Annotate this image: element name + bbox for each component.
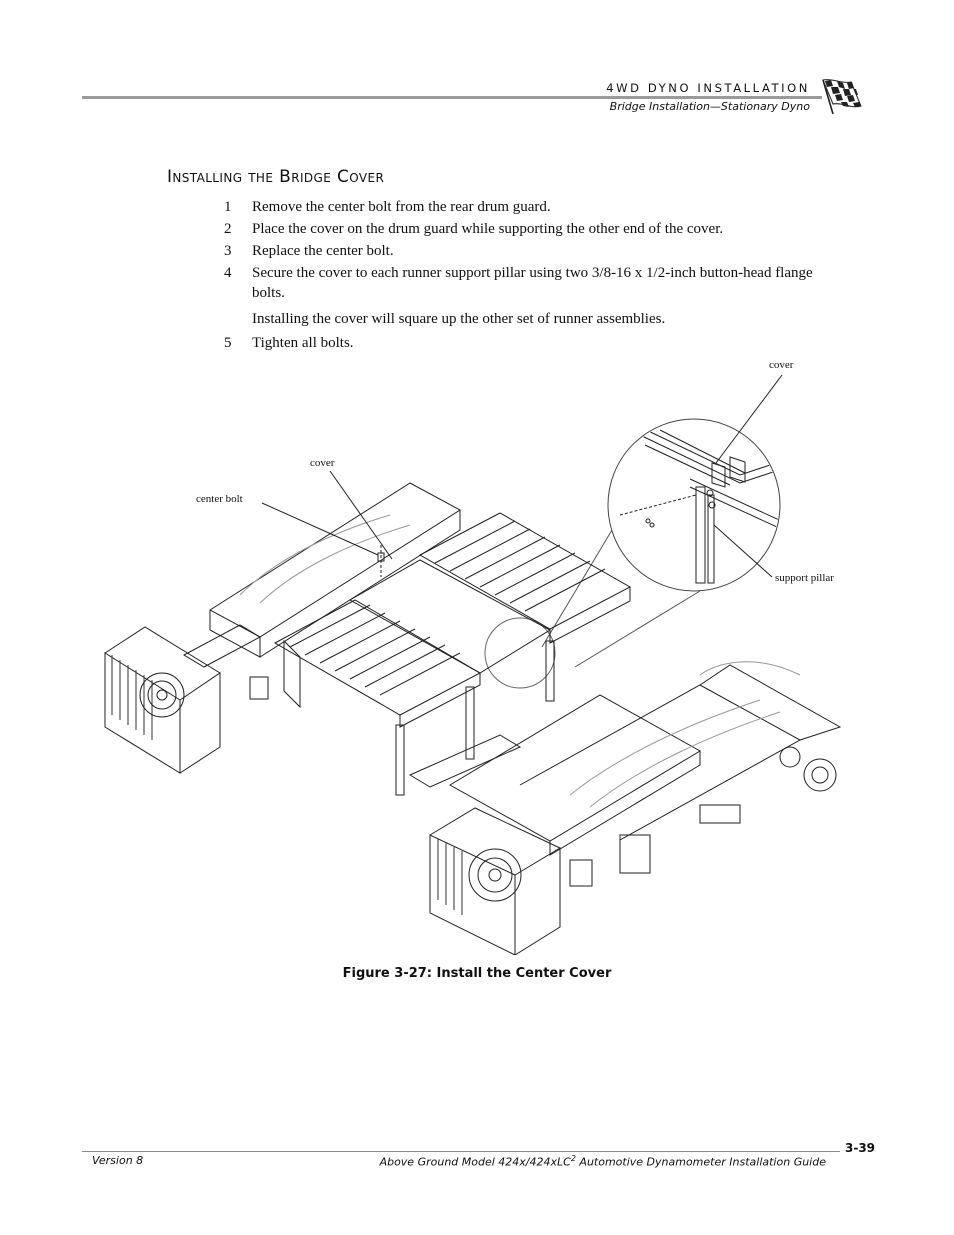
footer-version: Version 8 (92, 1154, 144, 1167)
step-note: Installing the cover will square up the … (252, 311, 666, 327)
running-header-section: 4WD DYNO INSTALLATION (606, 81, 810, 95)
callout-center-bolt: center bolt (196, 493, 243, 505)
detail-view (484, 418, 781, 689)
bridge-cover-illustration (104, 374, 842, 955)
step-number: 3 (224, 243, 232, 259)
step-text: Remove the center bolt from the rear dru… (252, 199, 551, 215)
checkered-flag-icon (822, 79, 862, 115)
header-rule (82, 96, 822, 99)
step-number: 5 (224, 335, 232, 351)
ramp-rail (408, 734, 522, 788)
guide-title-prefix: Above Ground Model 424x/424xLC (379, 1155, 571, 1169)
page-number: 3-39 (845, 1141, 876, 1155)
rear-dyno-cabinet (104, 624, 269, 774)
guide-title-superscript: 2 (570, 1154, 576, 1163)
list-item: 1 Remove the center bolt from the rear d… (224, 197, 824, 217)
step-number: 4 (224, 265, 232, 281)
step-text: Replace the center bolt. (252, 243, 394, 259)
front-dyno-frame (449, 661, 842, 874)
section-title: Installing the Bridge Cover (167, 167, 385, 187)
list-item: 4 Secure the cover to each runner suppor… (224, 263, 824, 329)
step-text: Secure the cover to each runner support … (252, 265, 813, 301)
step-number: 2 (224, 221, 232, 237)
footer-rule (82, 1151, 840, 1152)
guide-title-suffix: Automotive Dynamometer Installation Guid… (575, 1155, 826, 1169)
rear-frame (209, 482, 461, 709)
list-item: 2 Place the cover on the drum guard whil… (224, 219, 824, 239)
callout-leaders (261, 374, 783, 578)
callout-cover-detail: cover (769, 359, 794, 371)
footer-guide-title: Above Ground Model 424x/424xLC2 Automoti… (380, 1154, 826, 1169)
front-dyno-cabinet (429, 807, 593, 955)
procedure-steps: 1 Remove the center bolt from the rear d… (224, 197, 824, 355)
callout-support-pillar: support pillar (775, 572, 834, 584)
step-number: 1 (224, 199, 232, 215)
running-header-subsection: Bridge Installation—Stationary Dyno (609, 100, 810, 113)
step-text: Place the cover on the drum guard while … (252, 221, 724, 237)
list-item: 5 Tighten all bolts. (224, 333, 824, 353)
list-item: 3 Replace the center bolt. (224, 241, 824, 261)
callout-cover: cover (310, 457, 335, 469)
figure-caption: Figure 3-27: Install the Center Cover (342, 966, 612, 981)
step-text: Tighten all bolts. (252, 335, 354, 351)
bridge-runners (273, 512, 632, 796)
